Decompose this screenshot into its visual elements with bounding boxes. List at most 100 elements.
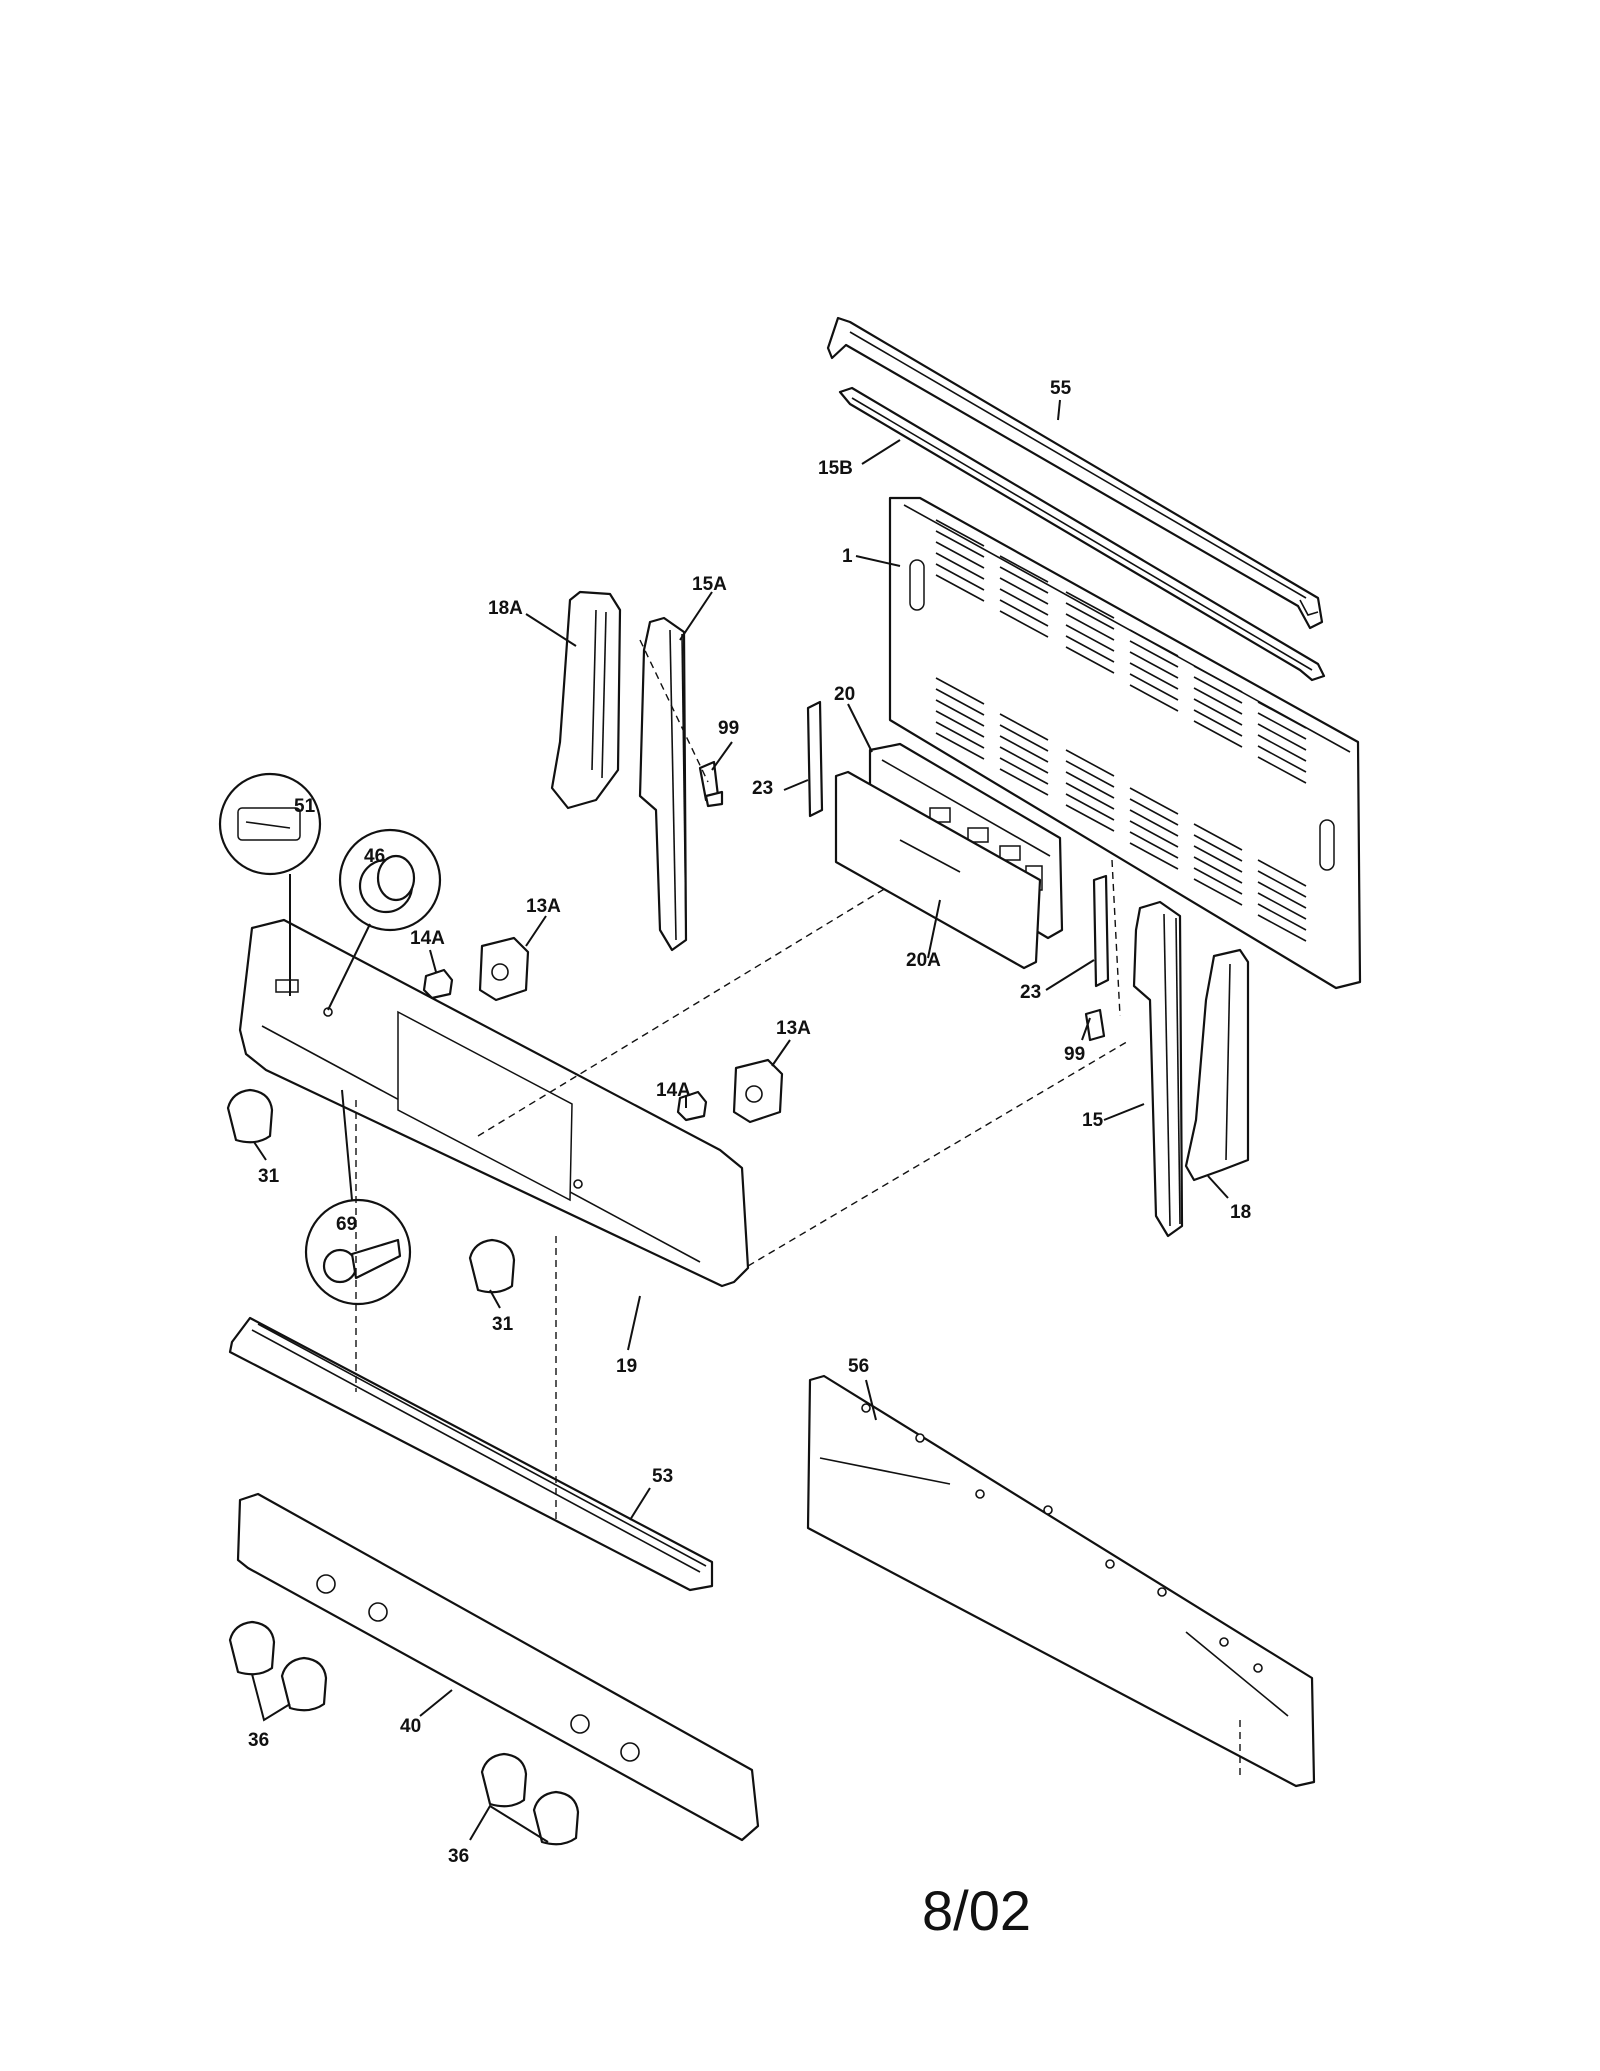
vent-slot [1193,665,1243,693]
vent-slot [1257,892,1307,920]
vent-slot [1129,842,1179,870]
vent-slot [1129,651,1179,679]
panel-hole [1157,1587,1167,1597]
callout-99-lower: 99 [1064,1044,1085,1065]
vent-slot [1193,878,1243,906]
callout-69: 69 [336,1214,357,1235]
vent-slot [999,588,1049,616]
vent-slot [1065,771,1115,799]
leader-lines [251,399,1229,1843]
vent-slot [999,555,1049,583]
part-15-side-rail [1132,900,1184,1238]
part-18-side-bracket [1184,948,1250,1182]
vent-slot [1257,712,1307,740]
vent-slot [999,610,1049,638]
callout-15b: 15B [818,458,853,479]
panel-hole [368,1602,388,1622]
callout-13a-lower: 13A [776,1018,811,1039]
vent-slot [1257,881,1307,909]
part-99-lower-clip [1084,1008,1106,1042]
callout-14a-lower: 14A [656,1080,691,1101]
vent-slot [1193,698,1243,726]
panel-hole [861,1403,871,1413]
rear-panel-vents [935,519,1307,942]
vent-slot [935,721,985,749]
part-23-lower-bracket [1092,874,1110,988]
vent-slot [1065,602,1115,630]
vent-slot [935,541,985,569]
callout-18a: 18A [488,598,523,619]
vent-slot [1065,646,1115,674]
callout-31-upper: 31 [258,1166,280,1187]
vent-slot [1257,701,1307,729]
part-14a-upper-switch [422,968,454,1000]
vent-slot [1129,820,1179,848]
vent-slot [1129,798,1179,826]
callout-20: 20 [834,684,855,705]
callout-56: 56 [848,1356,869,1377]
panel-hole [1105,1559,1115,1569]
vent-slot [935,688,985,716]
vent-slot [1129,673,1179,701]
vent-slot [1257,903,1307,931]
part-56-holes [861,1403,1263,1673]
part-15b-trim-rail [838,386,1326,682]
part-31-upper-knob [226,1088,274,1144]
vent-slot [1129,831,1179,859]
vent-slot [1257,756,1307,784]
vent-slot [935,699,985,727]
callout-31-lower: 31 [492,1314,514,1335]
vent-slot [1257,859,1307,887]
vent-slot [935,552,985,580]
vent-slot [999,757,1049,785]
callout-19: 19 [616,1356,637,1377]
vent-slot [1065,635,1115,663]
callout-46: 46 [364,846,385,867]
part-13a-lower-switch [732,1058,784,1124]
vent-slot [1065,624,1115,652]
vent-slot [999,746,1049,774]
part-1-rear-panel [888,496,1362,990]
vent-slot [999,768,1049,796]
vent-slot [1129,787,1179,815]
callout-15a: 15A [692,574,727,595]
callout-23-upper: 23 [752,778,773,799]
vent-slot [1193,823,1243,851]
callout-14a-upper: 14A [410,928,445,949]
callout-13a-upper: 13A [526,896,561,917]
part-55-top-trim [826,316,1324,630]
vent-slot [1129,684,1179,712]
vent-slot [1257,914,1307,942]
vent-slot [1129,809,1179,837]
vent-slot [1257,870,1307,898]
vent-slot [1193,856,1243,884]
panel-hole [975,1489,985,1499]
vent-slot [1193,834,1243,862]
callout-20a: 20A [906,950,941,971]
part-19-control-panel [238,918,750,1288]
vent-slot [1193,709,1243,737]
vent-slot [1065,591,1115,619]
vent-slot [1193,676,1243,704]
part-20a-overlay [834,770,1042,970]
vent-slot [999,566,1049,594]
part-31-lower-knob [468,1238,516,1294]
panel-hole [915,1433,925,1443]
vent-slot [1129,640,1179,668]
vent-slot [1257,723,1307,751]
panel-hole [1253,1663,1263,1673]
callout-53: 53 [652,1466,673,1487]
part-18a-side-bracket [550,590,622,810]
vent-slot [1129,662,1179,690]
vent-slot [935,677,985,705]
vent-slot [1257,734,1307,762]
vent-slot [1193,867,1243,895]
date-code: 8/02 [922,1879,1031,1942]
part-99-upper-clip [698,760,724,808]
callout-99-upper: 99 [718,718,739,739]
vent-slot [935,732,985,760]
part-53-trim-channel [228,1316,714,1592]
callout-51: 51 [294,796,316,817]
part-36-knobs [228,1620,580,1846]
callout-55: 55 [1050,378,1072,399]
